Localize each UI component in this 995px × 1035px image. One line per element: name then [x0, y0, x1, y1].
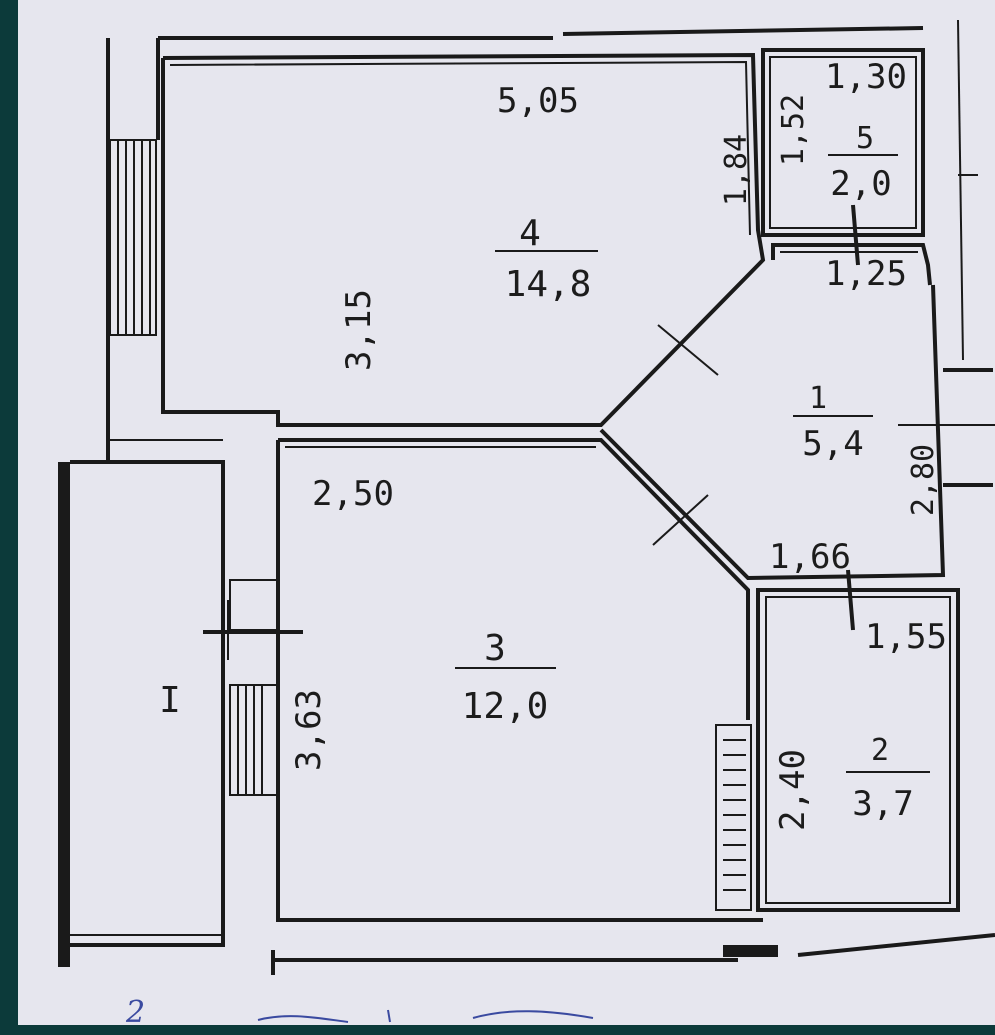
dim-room5-depth: 1,52 [776, 94, 811, 166]
room-5-walls [761, 48, 925, 266]
room-1-walls [599, 243, 995, 581]
dim-room3-width: 2,50 [312, 474, 394, 514]
room-4-walls [161, 52, 766, 427]
room-4-area: 14,8 [505, 264, 592, 305]
room-2-label: 2 3,7 [846, 733, 930, 824]
handwritten-note: 2 [125, 995, 594, 1025]
dim-hall-width: 1,25 [825, 254, 907, 294]
dim-room2-depth: 2,40 [773, 749, 813, 831]
room-1-number: 1 [809, 381, 827, 416]
balcony-walls [58, 439, 225, 967]
dim-room3-depth: 3,63 [289, 689, 329, 771]
room-5-number: 5 [856, 121, 874, 156]
room-3-number: 3 [484, 628, 506, 669]
floor-plan-drawing: 4 14,8 3 12,0 5 2,0 1 5,4 2 3,7 I 5,05 3… [58, 19, 995, 1025]
room-4-number: 4 [519, 213, 541, 254]
room-3-walls [203, 438, 763, 922]
room-3-area: 12,0 [462, 686, 549, 727]
outer-walls [106, 19, 978, 460]
room-3-label: 3 12,0 [455, 628, 556, 727]
room-4-label: 4 14,8 [495, 213, 598, 305]
room-1-label: 1 5,4 [793, 381, 873, 464]
room-5-label: 5 2,0 [828, 121, 898, 204]
dim-room4-side: 1,84 [719, 134, 754, 206]
balcony-label: I [159, 680, 181, 721]
radiator-icon [723, 739, 746, 891]
floor-plan-sheet: 4 14,8 3 12,0 5 2,0 1 5,4 2 3,7 I 5,05 3… [18, 0, 995, 1025]
room-1-area: 5,4 [802, 424, 863, 464]
room-5-area: 2,0 [830, 164, 891, 204]
room-2-number: 2 [871, 733, 889, 768]
dim-room4-width: 5,05 [497, 81, 579, 121]
bottom-walls [271, 933, 995, 975]
room-2-walls [715, 569, 960, 912]
handwritten-digit: 2 [125, 995, 145, 1025]
room-2-area: 3,7 [852, 784, 913, 824]
dim-room4-depth: 3,15 [339, 289, 379, 371]
dim-room5-width: 1,30 [825, 57, 907, 97]
dim-hall-bottom: 1,66 [769, 537, 851, 577]
dim-hall-depth: 2,80 [906, 444, 941, 516]
dim-room2-width: 1,55 [865, 617, 947, 657]
